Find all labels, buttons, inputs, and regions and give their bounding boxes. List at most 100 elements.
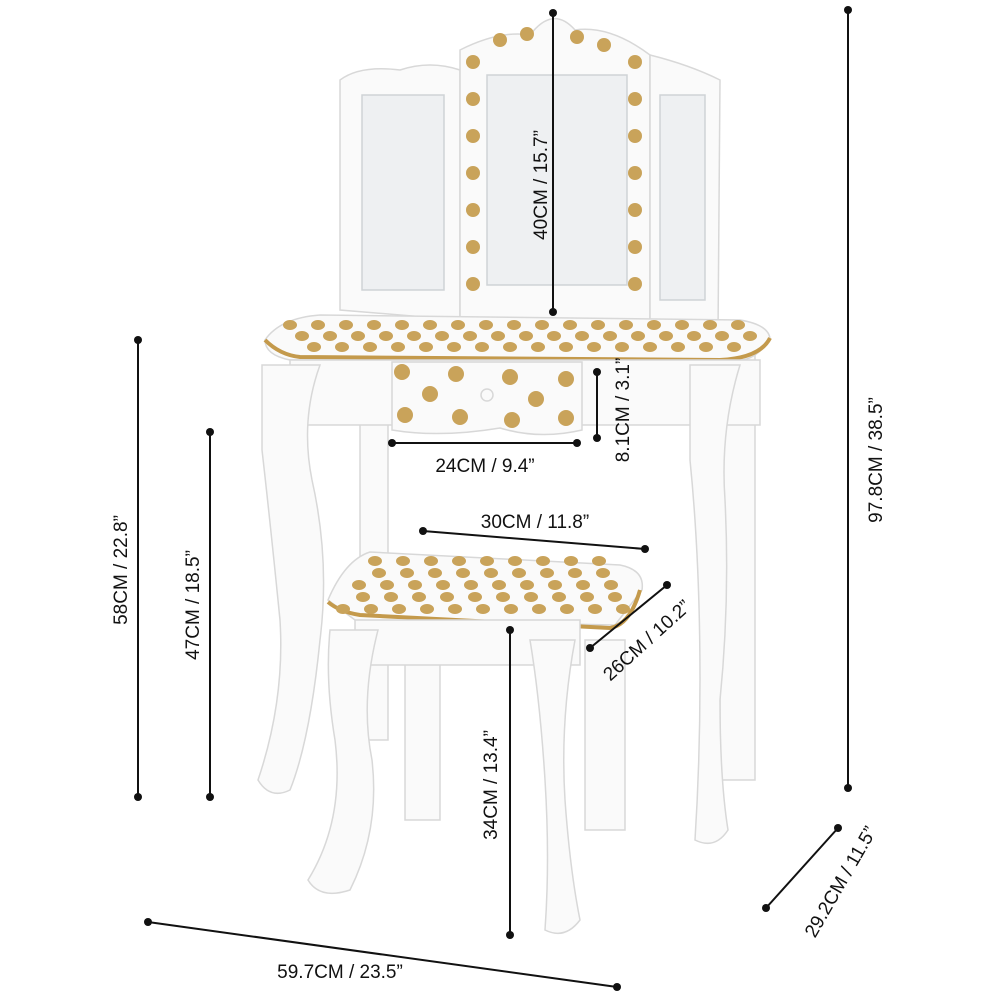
polka-dot	[519, 331, 533, 341]
polka-dot	[448, 366, 464, 382]
polka-dot	[576, 580, 590, 590]
knee-clearance-label: 47CM / 18.5”	[183, 550, 204, 660]
polka-dot	[699, 342, 713, 352]
polka-dot	[336, 604, 350, 614]
polka-dot	[502, 369, 518, 385]
polka-dot	[703, 320, 717, 330]
polka-dot	[351, 331, 365, 341]
polka-dot	[468, 592, 482, 602]
polka-dot	[456, 568, 470, 578]
polka-dot	[479, 320, 493, 330]
polka-dot	[466, 203, 480, 217]
vanity-table	[257, 18, 772, 845]
stool-leg	[529, 639, 581, 935]
polka-dot	[558, 371, 574, 387]
polka-dot	[420, 604, 434, 614]
polka-dot	[356, 592, 370, 602]
polka-dot	[558, 410, 574, 426]
total-height-label: 97.8CM / 38.5”	[866, 397, 887, 523]
stool-height-label: 34CM / 13.4”	[481, 730, 502, 840]
polka-dot	[412, 592, 426, 602]
polka-dot	[603, 331, 617, 341]
polka-dot	[588, 604, 602, 614]
polka-dot	[397, 407, 413, 423]
polka-dot	[616, 604, 630, 614]
polka-dot	[408, 580, 422, 590]
polka-dot	[731, 320, 745, 330]
polka-dot	[480, 556, 494, 566]
polka-dot	[475, 342, 489, 352]
polka-dot	[466, 277, 480, 291]
drawer-knob[interactable]	[480, 388, 494, 402]
polka-dot	[628, 166, 642, 180]
polka-dot	[339, 320, 353, 330]
polka-dot	[507, 320, 521, 330]
polka-dot	[451, 320, 465, 330]
polka-dot	[512, 568, 526, 578]
polka-dot	[628, 129, 642, 143]
polka-dot	[466, 55, 480, 69]
polka-dot	[447, 342, 461, 352]
polka-dot	[659, 331, 673, 341]
polka-dot	[715, 331, 729, 341]
polka-dot	[619, 320, 633, 330]
polka-dot	[466, 129, 480, 143]
polka-dot	[392, 604, 406, 614]
table-width-label: 59.7CM / 23.5”	[277, 962, 403, 983]
stool-leg	[584, 639, 626, 831]
polka-dot	[396, 556, 410, 566]
polka-dot	[743, 331, 757, 341]
front-leg	[689, 364, 742, 845]
polka-dot	[520, 27, 534, 41]
dim-drawer-height: 8.1CM / 3.1”	[593, 358, 634, 463]
polka-dot	[570, 30, 584, 44]
polka-dot	[364, 604, 378, 614]
polka-dot	[323, 331, 337, 341]
dim-drawer-width: 24CM / 9.4”	[388, 439, 581, 477]
stool-leg	[404, 659, 441, 821]
polka-dot	[394, 364, 410, 380]
polka-dot	[643, 342, 657, 352]
polka-dot	[484, 568, 498, 578]
polka-dot	[628, 240, 642, 254]
polka-dot	[283, 320, 297, 330]
polka-dot	[508, 556, 522, 566]
stool	[307, 551, 644, 935]
polka-dot	[428, 568, 442, 578]
polka-dot	[587, 342, 601, 352]
polka-dot	[597, 38, 611, 52]
polka-dot	[675, 320, 689, 330]
polka-dot	[380, 580, 394, 590]
tri-fold-mirror	[339, 18, 721, 336]
dim-total-height: 97.8CM / 38.5”	[844, 6, 887, 792]
polka-dot	[563, 320, 577, 330]
front-leg	[257, 364, 325, 795]
polka-dot	[560, 604, 574, 614]
polka-dot	[423, 320, 437, 330]
polka-dot	[687, 331, 701, 341]
drawer-height-label: 8.1CM / 3.1”	[613, 358, 634, 463]
table-depth-label: 29.2CM / 11.5”	[801, 823, 881, 941]
dim-table-height: 58CM / 22.8”	[111, 336, 142, 801]
polka-dot	[448, 604, 462, 614]
polka-dot	[628, 92, 642, 106]
polka-dot	[400, 568, 414, 578]
polka-dot	[504, 412, 520, 428]
polka-dot	[520, 580, 534, 590]
dim-table-depth: 29.2CM / 11.5”	[762, 823, 881, 941]
polka-dot	[628, 277, 642, 291]
polka-dot	[368, 556, 382, 566]
polka-dot	[367, 320, 381, 330]
stool-width-label: 30CM / 11.8”	[481, 512, 589, 533]
polka-dot	[395, 320, 409, 330]
polka-dot	[547, 331, 561, 341]
stool-dots	[336, 556, 630, 614]
polka-dot	[391, 342, 405, 352]
polka-dot	[540, 568, 554, 578]
polka-dot	[440, 592, 454, 602]
polka-dot	[504, 604, 518, 614]
polka-dot	[379, 331, 393, 341]
polka-dot	[466, 240, 480, 254]
drawer-dots	[394, 364, 574, 428]
